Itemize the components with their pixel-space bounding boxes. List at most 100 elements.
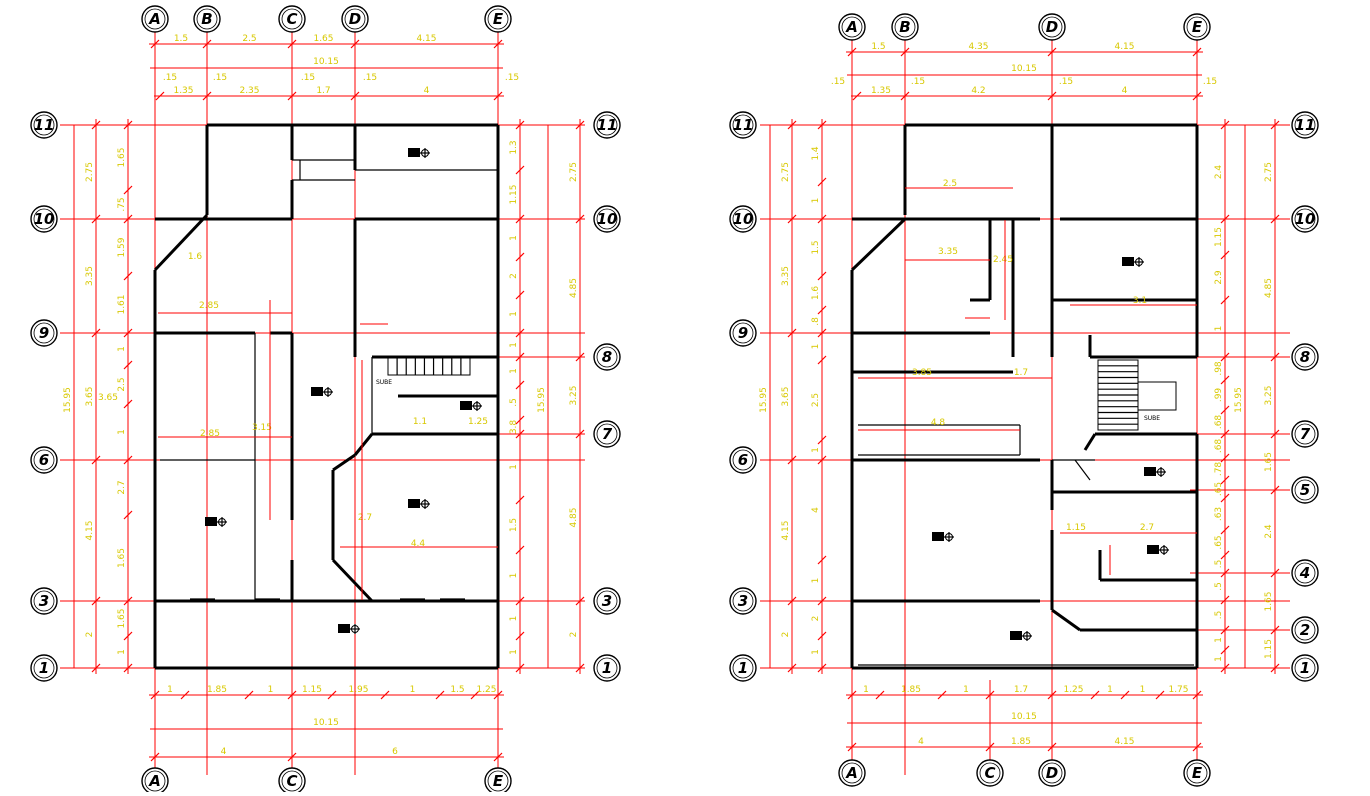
dim-text: .5 [1214,560,1224,569]
grid-bubble-inner [1294,208,1316,230]
dim-text: 4.15 [416,34,436,44]
grid-bubble-inner [596,590,618,612]
dim-tick [515,328,525,338]
room-dim: 2.7 [1140,523,1154,533]
grid-bubble-label: 9 [39,324,49,342]
dim-mark: .15 [505,73,519,83]
grid-bubble-bottom-C: C [278,767,306,795]
dim-tick [900,91,910,101]
dim-tick [1155,690,1165,700]
dim-tick [985,690,995,700]
grid-bubble-inner [732,322,754,344]
dim-text: 1 [863,685,869,695]
dim-text: .68 [1214,415,1224,430]
dim-tick [91,596,101,606]
dim-text: 4 [918,737,924,747]
dim-mark: .15 [301,73,315,83]
dim-tick [787,214,797,224]
grid-bubble-inner [1294,114,1316,136]
grid-bubble-inner [281,770,303,792]
dim-tick [817,663,827,673]
grid-bubble-inner [732,657,754,679]
dim-text: 3.65 [781,386,791,406]
grid-bubble-inner [281,8,303,30]
grid-bubble-label: E [493,10,504,28]
grid-bubble-label: E [1192,764,1203,782]
room-tag [311,387,333,397]
grid-bubble-label: C [984,764,995,782]
dim-text: 1 [963,685,969,695]
dim-text: .68 [1214,439,1224,454]
dim-tick [1270,663,1280,673]
room-tag [338,624,360,634]
room-tag [1147,545,1169,555]
dim-text: 4.15 [781,520,791,540]
dim-text: 2 [781,632,791,638]
wall [1051,608,1081,632]
dim-text: 4 [424,86,430,96]
dim-text: 1.15 [1214,227,1224,247]
dim-text: 1.7 [1014,685,1028,695]
grid-bubble-inner [596,346,618,368]
wall [353,433,374,456]
dim-tick [123,271,133,281]
room-tag-box [311,387,323,396]
dim-tick [847,47,857,57]
dim-tick [575,352,585,362]
grid-bubble-right-3: 3 [593,587,621,615]
dim-text: 2.5 [811,393,821,407]
dim-tick [123,596,133,606]
grid-bubble-circle [593,111,621,139]
grid-bubble-left-10: 10 [729,205,757,233]
dim-tick [1192,91,1202,101]
grid-bubble-label: 10 [1295,210,1316,228]
dim-text: .98 [1214,361,1224,376]
dim-text: 4 [1122,86,1128,96]
grid-bubble-bottom-E: E [1183,759,1211,787]
grid-bubble-top-B: B [193,5,221,33]
dim-tick [1220,120,1230,130]
grid-bubble-circle [729,205,757,233]
grid-bubble-top-E: E [1183,13,1211,41]
dim-text: .5 [1214,582,1224,591]
grid-bubble-left-11: 11 [30,111,58,139]
dim-tick [787,663,797,673]
grid-bubble-top-C: C [278,5,306,33]
dim-tick [847,742,857,752]
dim-text: 2 [509,273,519,279]
grid-bubble-circle [1291,343,1319,371]
dim-text: 1.7 [316,86,330,96]
dim-text: 1.65 [117,608,127,628]
dim-tick [817,435,827,445]
dim-text: 1.25 [1063,685,1083,695]
dim-tick [470,690,480,700]
grid-bubble-inner [732,208,754,230]
grid-bubble-label: 3 [738,592,748,610]
wall [1083,433,1097,451]
stair-label: SUBE [1144,415,1160,422]
room-tag [460,401,482,411]
dim-tick [1270,429,1280,439]
room-dim: 1.6 [188,252,203,262]
grid-bubble-right-11: 11 [593,111,621,139]
dim-text: 1 [811,198,821,204]
dim-tick [515,290,525,300]
dim-text: 1.85 [1011,737,1031,747]
dim-tick [1220,214,1230,224]
grid-bubble-right-8: 8 [1291,343,1319,371]
dim-text: 2.5 [117,377,127,391]
room-dim: 1.7 [1014,368,1028,378]
dim-tick [91,328,101,338]
grid-bubble-label: 1 [39,659,49,677]
dim-tick [1192,690,1202,700]
dim-text: 3.25 [569,385,579,405]
dim-tick [287,690,297,700]
dim-tick [1220,550,1230,560]
dim-text: 1.61 [117,294,127,314]
dim-text: 1 [811,447,821,453]
dim-total: 10.15 [1011,64,1037,74]
grid-bubble-circle [593,420,621,448]
room-dim: 3.15 [252,423,272,433]
grid-bubble-left-11: 11 [729,111,757,139]
grid-bubble-label: 7 [1300,425,1311,443]
